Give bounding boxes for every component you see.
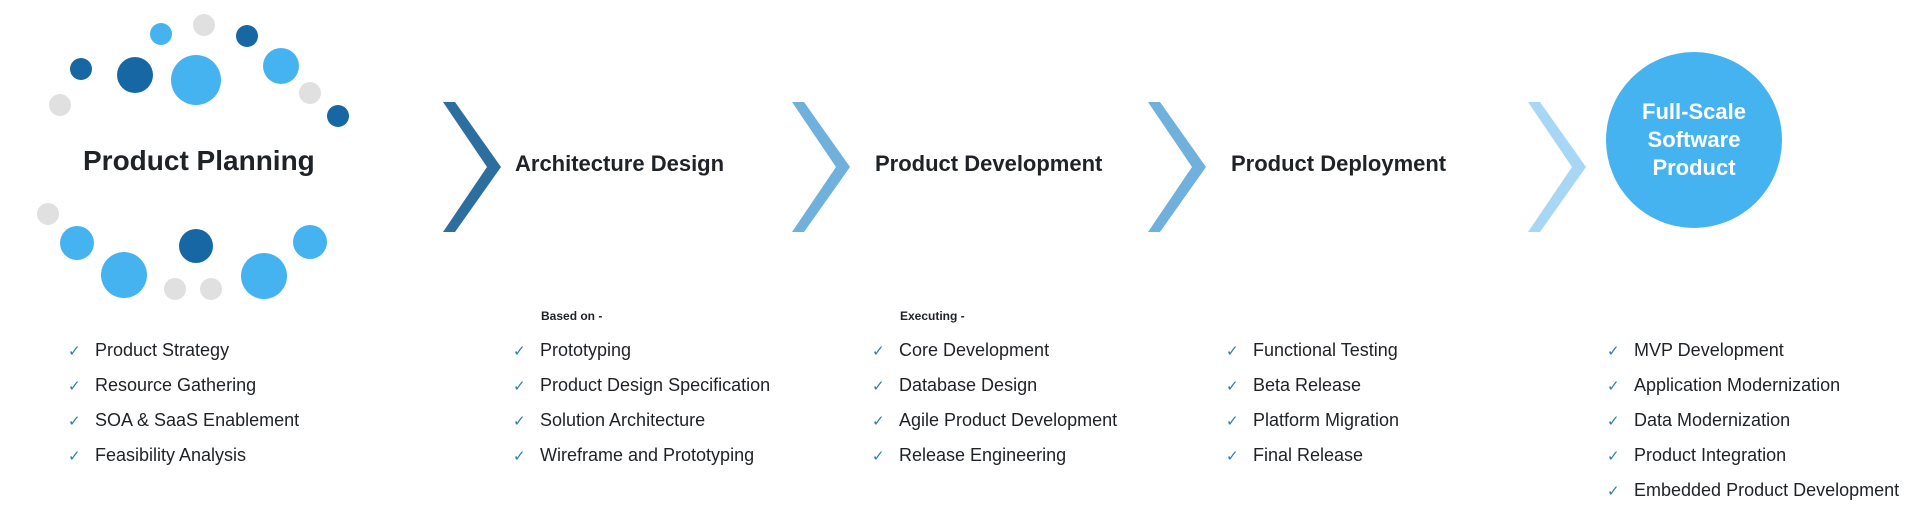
list-item: ✓ Resource Gathering — [68, 368, 299, 403]
list-item-label: Release Engineering — [899, 445, 1067, 465]
list-item-label: Product Integration — [1634, 445, 1787, 465]
list-item: ✓ Final Release — [1226, 438, 1399, 473]
dot — [193, 14, 215, 36]
list-item-label: Functional Testing — [1253, 340, 1398, 360]
list-item-label: Product Design Specification — [540, 375, 771, 395]
list-item: ✓ Agile Product Development — [872, 403, 1117, 438]
list-item-label: Solution Architecture — [540, 410, 706, 430]
dot — [117, 57, 153, 93]
list-item: ✓ Embedded Product Development — [1607, 473, 1899, 508]
check-icon: ✓ — [1226, 376, 1239, 395]
dot — [37, 203, 59, 225]
list-item-label: Database Design — [899, 375, 1038, 395]
list-item: ✓ Core Development — [872, 333, 1117, 368]
list-item: ✓ Release Engineering — [872, 438, 1117, 473]
list-item: ✓ Data Modernization — [1607, 403, 1899, 438]
list-item: ✓ Prototyping — [513, 333, 770, 368]
check-icon: ✓ — [68, 341, 81, 360]
architecture-list: ✓ Prototyping ✓ Product Design Specificati… — [513, 333, 770, 473]
check-icon: ✓ — [1607, 411, 1620, 430]
check-icon: ✓ — [1607, 376, 1620, 395]
check-icon: ✓ — [513, 376, 526, 395]
planning-list: ✓ Product Strategy ✓ Resource Gathering ✓ S… — [68, 333, 299, 473]
list-item-label: Wireframe and Prototyping — [540, 445, 755, 465]
chevron-right-icon — [792, 102, 850, 232]
chevron-right-icon — [1528, 102, 1586, 232]
chevron-right-icon — [1148, 102, 1206, 232]
list-item-label: MVP Development — [1634, 340, 1784, 360]
dot — [299, 82, 321, 104]
dot — [327, 105, 349, 127]
dot — [263, 48, 299, 84]
dot — [101, 252, 147, 298]
list-item-label: Feasibility Analysis — [95, 445, 247, 465]
list-item: ✓ Solution Architecture — [513, 403, 770, 438]
check-icon: ✓ — [513, 446, 526, 465]
check-icon: ✓ — [513, 411, 526, 430]
stage-title-product-deployment: Product Deployment — [1231, 151, 1447, 176]
dot — [171, 55, 221, 105]
final-product-list: ✓ MVP Development ✓ Application Modernizat… — [1607, 333, 1899, 508]
development-caption: Executing - — [900, 309, 965, 323]
check-icon: ✓ — [1607, 481, 1620, 500]
list-item-label: SOA & SaaS Enablement — [95, 410, 300, 430]
list-item-label: Beta Release — [1253, 375, 1362, 395]
dot — [150, 23, 172, 45]
check-icon: ✓ — [1226, 446, 1239, 465]
list-item: ✓ Database Design — [872, 368, 1117, 403]
list-item: ✓ Beta Release — [1226, 368, 1399, 403]
check-icon: ✓ — [872, 341, 885, 360]
deployment-list: ✓ Functional Testing ✓ Beta Release ✓ Platf… — [1226, 333, 1399, 473]
dot — [179, 229, 213, 263]
check-icon: ✓ — [1607, 446, 1620, 465]
final-product-circle: Full-Scale Software Product — [1606, 52, 1782, 228]
list-item-label: Final Release — [1253, 445, 1364, 465]
list-item: ✓ Feasibility Analysis — [68, 438, 299, 473]
check-icon: ✓ — [68, 411, 81, 430]
chevron-right-icon — [443, 102, 501, 232]
check-icon: ✓ — [872, 376, 885, 395]
architecture-caption: Based on - — [541, 309, 603, 323]
list-item: ✓ Product Strategy — [68, 333, 299, 368]
dot — [293, 225, 327, 259]
list-item: ✓ Product Integration — [1607, 438, 1899, 473]
dot — [236, 25, 258, 47]
list-item-label: Prototyping — [540, 340, 632, 360]
stage-title-full-scale-software-product: Full-Scale Software Product — [1642, 99, 1746, 180]
list-item: ✓ Product Design Specification — [513, 368, 770, 403]
stage-title-product-development: Product Development — [875, 151, 1103, 176]
list-item: ✓ Platform Migration — [1226, 403, 1399, 438]
stage-title-architecture-design: Architecture Design — [515, 151, 725, 176]
list-item: ✓ MVP Development — [1607, 333, 1899, 368]
list-item-label: Data Modernization — [1634, 410, 1791, 430]
list-item-label: Product Strategy — [95, 340, 230, 360]
planning-dot-ring — [0, 0, 360, 310]
list-item: ✓ Application Modernization — [1607, 368, 1899, 403]
list-item-label: Resource Gathering — [95, 375, 257, 395]
list-item-label: Platform Migration — [1253, 410, 1400, 430]
development-list: ✓ Core Development ✓ Database Design ✓ Agil… — [872, 333, 1117, 473]
list-item-label: Core Development — [899, 340, 1050, 360]
check-icon: ✓ — [1226, 411, 1239, 430]
dot — [49, 94, 71, 116]
list-item-label: Embedded Product Development — [1634, 480, 1900, 500]
check-icon: ✓ — [513, 341, 526, 360]
list-item: ✓ Functional Testing — [1226, 333, 1399, 368]
check-icon: ✓ — [872, 411, 885, 430]
list-item: ✓ SOA & SaaS Enablement — [68, 403, 299, 438]
list-item: ✓ Wireframe and Prototyping — [513, 438, 770, 473]
dot — [70, 58, 92, 80]
check-icon: ✓ — [68, 376, 81, 395]
check-icon: ✓ — [1607, 341, 1620, 360]
list-item-label: Application Modernization — [1634, 375, 1841, 395]
dot — [200, 278, 222, 300]
dot — [164, 278, 186, 300]
dot — [241, 253, 287, 299]
dot — [60, 226, 94, 260]
list-item-label: Agile Product Development — [899, 410, 1118, 430]
check-icon: ✓ — [872, 446, 885, 465]
stage-title-product-planning: Product Planning — [83, 145, 315, 176]
check-icon: ✓ — [68, 446, 81, 465]
check-icon: ✓ — [1226, 341, 1239, 360]
